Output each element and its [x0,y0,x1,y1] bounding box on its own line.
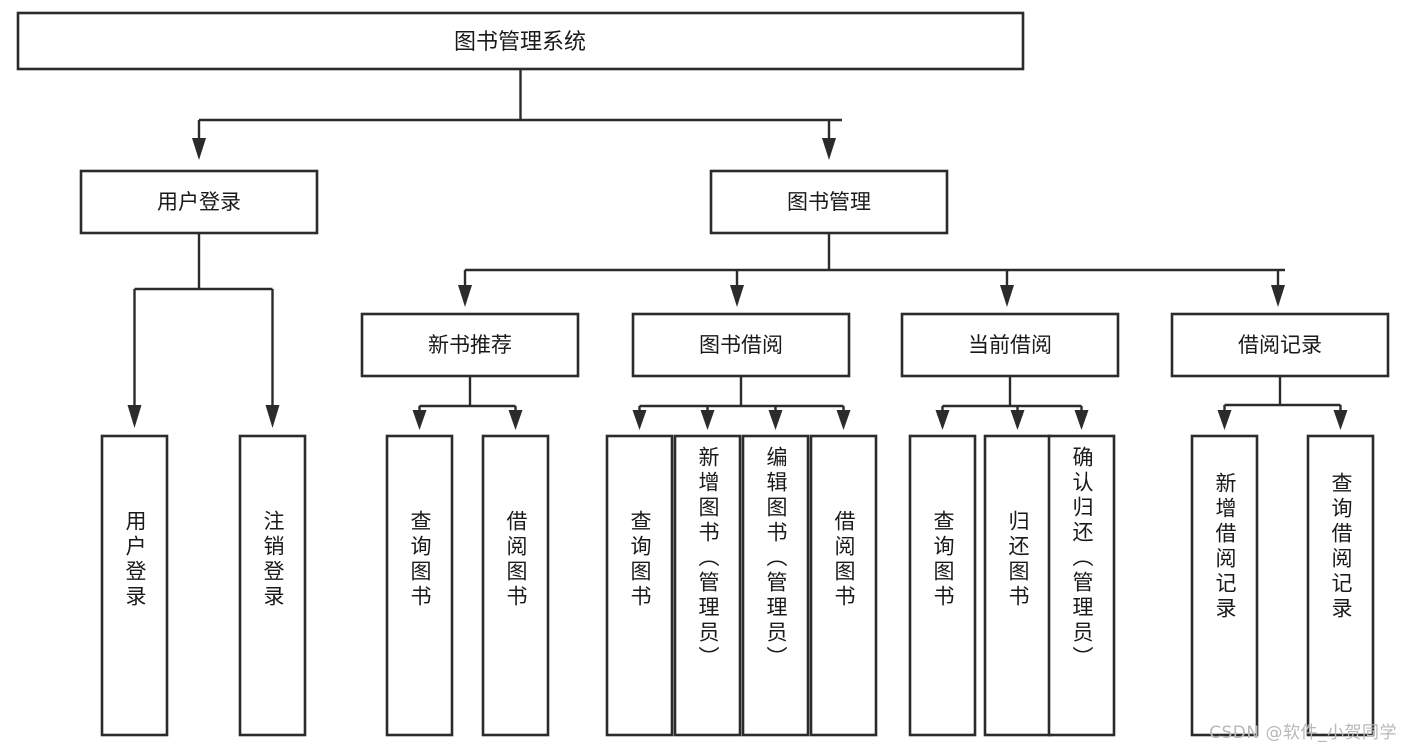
node-borrow-record-label: 借阅记录 [1238,333,1322,357]
leaf-box-add-borrow-record[interactable] [1190,434,1259,737]
node-current-borrow-box [900,312,1120,378]
node-current-borrow-label: 当前借阅 [968,333,1052,357]
node-new-book-recommend-label: 新书推荐 [428,333,512,357]
node-root[interactable]: 图书管理系统 [16,11,1025,71]
connector-group-current-borrow [935,376,1089,430]
connector-group-book-borrow [632,376,851,430]
node-user-login[interactable]: 用户登录 [79,169,319,235]
csdn-watermark: CSDN @软件_小贺同学 [1209,723,1397,743]
leaf-box-confirm-return-admin[interactable] [1047,434,1116,737]
arrowhead-new-book-recommend [458,285,472,307]
arrowhead-leaf-query-borrow-record [1333,410,1348,430]
arrowhead-leaf-query-book-borrow [632,410,647,430]
node-book-borrow[interactable]: 图书借阅 [631,312,851,378]
arrowhead-leaf-logout-login [265,405,280,428]
arrowhead-leaf-add-borrow-record [1217,410,1232,430]
leaf-box-logout-login[interactable] [238,434,307,737]
arrowhead-leaf-add-book-admin [700,410,715,430]
node-new-book-recommend-box [360,312,580,378]
arrowhead-leaf-user-login [127,405,142,428]
arrowhead-leaf-confirm-return-admin [1074,410,1089,430]
arrowhead-leaf-edit-book-admin [768,410,783,430]
node-book-management[interactable]: 图书管理 [709,169,949,235]
node-book-management-box [709,169,949,235]
node-new-book-recommend[interactable]: 新书推荐 [360,312,580,378]
node-user-login-box [79,169,319,235]
leaf-boxes [100,434,1375,737]
connector-group-user-login [127,233,280,428]
node-book-borrow-box [631,312,851,378]
node-borrow-record[interactable]: 借阅记录 [1170,312,1390,378]
node-root-label: 图书管理系统 [454,30,586,55]
arrowhead-leaf-borrow-book [836,410,851,430]
arrowhead-user-login [192,138,206,160]
leaf-box-user-login[interactable] [100,434,169,737]
arrowhead-book-borrow [730,285,744,307]
leaf-box-edit-book-admin[interactable] [741,434,810,737]
arrowhead-book-management [822,138,836,160]
node-borrow-record-box [1170,312,1390,378]
node-book-borrow-label: 图书借阅 [699,333,783,357]
leaf-box-query-borrow-record[interactable] [1306,434,1375,737]
node-root-box [16,11,1025,71]
leaf-box-query-book-current[interactable] [908,434,977,737]
arrowhead-leaf-return-book [1010,410,1025,430]
connector-group-root [192,69,842,160]
connector-group-new-book-recommend [412,376,523,430]
leaf-box-add-book-admin[interactable] [673,434,742,737]
arrowhead-current-borrow [1000,285,1014,307]
node-book-management-label: 图书管理 [787,190,871,214]
connector-group-borrow-record [1217,376,1348,430]
connector-group-book-management [458,233,1285,307]
leaf-box-borrow-book[interactable] [809,434,878,737]
leaf-box-query-book-recommend[interactable] [385,434,454,737]
arrowhead-leaf-query-book-recommend [412,410,427,430]
leaf-box-query-book-borrow[interactable] [605,434,674,737]
arrowhead-borrow-record [1271,285,1285,307]
leaf-box-return-book[interactable] [983,434,1052,737]
leaf-box-borrow-book-recommend[interactable] [481,434,550,737]
node-user-login-label: 用户登录 [157,190,241,214]
arrowhead-leaf-query-book-current [935,410,950,430]
node-current-borrow[interactable]: 当前借阅 [900,312,1120,378]
arrowhead-leaf-borrow-book-recommend [508,410,523,430]
